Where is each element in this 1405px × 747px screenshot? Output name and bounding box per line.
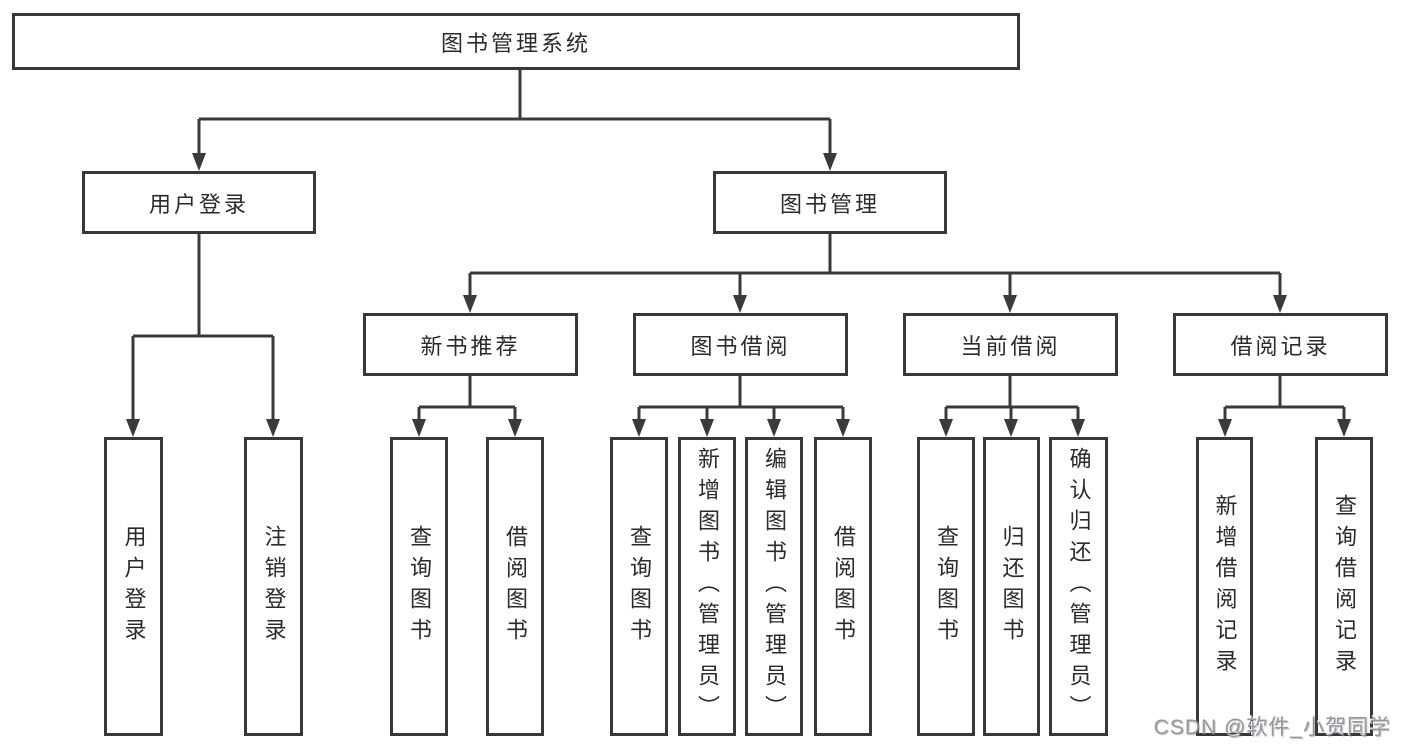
node-label: 查询图书 (934, 524, 959, 649)
csdn-watermark: CSDN @软件_小贺同学 (1153, 716, 1391, 739)
node-label: 借阅图书 (831, 524, 856, 649)
node-label: 借阅图书 (503, 524, 528, 649)
node-label: 新增图书（管理员） (695, 447, 720, 726)
node-current-borrowing: 当前借阅 (903, 313, 1118, 376)
node-label: 注销登录 (261, 524, 287, 649)
node-label: 查询借阅记录 (1332, 493, 1357, 680)
node-label: 用户登录 (121, 524, 147, 649)
node-label: 用户登录 (148, 191, 249, 217)
node-label: 归还图书 (999, 524, 1025, 649)
node-label: 编辑图书（管理员） (762, 447, 787, 726)
node-label: 当前借阅 (960, 333, 1061, 359)
node-borrowing-records: 借阅记录 (1173, 313, 1388, 376)
leaf-return-books: 归还图书 (983, 437, 1040, 736)
leaf-query-books-recommend: 查询图书 (390, 437, 448, 736)
leaf-edit-books-admin: 编辑图书（管理员） (745, 437, 803, 736)
arrowhead-icons (126, 153, 1351, 437)
node-label: 查询图书 (627, 524, 652, 649)
node-label: 查询图书 (407, 524, 432, 649)
node-label: 确认归还（管理员） (1066, 447, 1092, 726)
node-label: 图书借阅 (690, 333, 791, 359)
leaf-query-books-current: 查询图书 (917, 437, 975, 736)
node-label: 图书管理 (779, 191, 880, 217)
leaf-user-login: 用户登录 (104, 437, 163, 736)
node-label: 图书管理系统 (440, 30, 591, 56)
node-label: 新书推荐 (420, 333, 521, 359)
node-label: 借阅记录 (1230, 333, 1331, 359)
node-new-book-recommend: 新书推荐 (363, 313, 578, 376)
leaf-borrow-books: 借阅图书 (814, 437, 872, 736)
node-book-management-branch: 图书管理 (713, 171, 947, 234)
node-book-borrowing: 图书借阅 (633, 313, 848, 376)
leaf-borrow-books-recommend: 借阅图书 (486, 437, 544, 736)
node-user-login-branch: 用户登录 (82, 171, 316, 234)
leaf-query-borrow-record: 查询借阅记录 (1315, 437, 1373, 736)
connector-lines (131, 70, 1346, 424)
leaf-confirm-return-admin: 确认归还（管理员） (1049, 437, 1108, 736)
leaf-add-books-admin: 新增图书（管理员） (678, 437, 736, 736)
node-root-library-system: 图书管理系统 (12, 13, 1020, 70)
leaf-query-books-borrowing: 查询图书 (610, 437, 668, 736)
node-label: 新增借阅记录 (1212, 493, 1238, 680)
leaf-add-borrow-record: 新增借阅记录 (1196, 437, 1253, 736)
leaf-logout: 注销登录 (244, 437, 303, 736)
